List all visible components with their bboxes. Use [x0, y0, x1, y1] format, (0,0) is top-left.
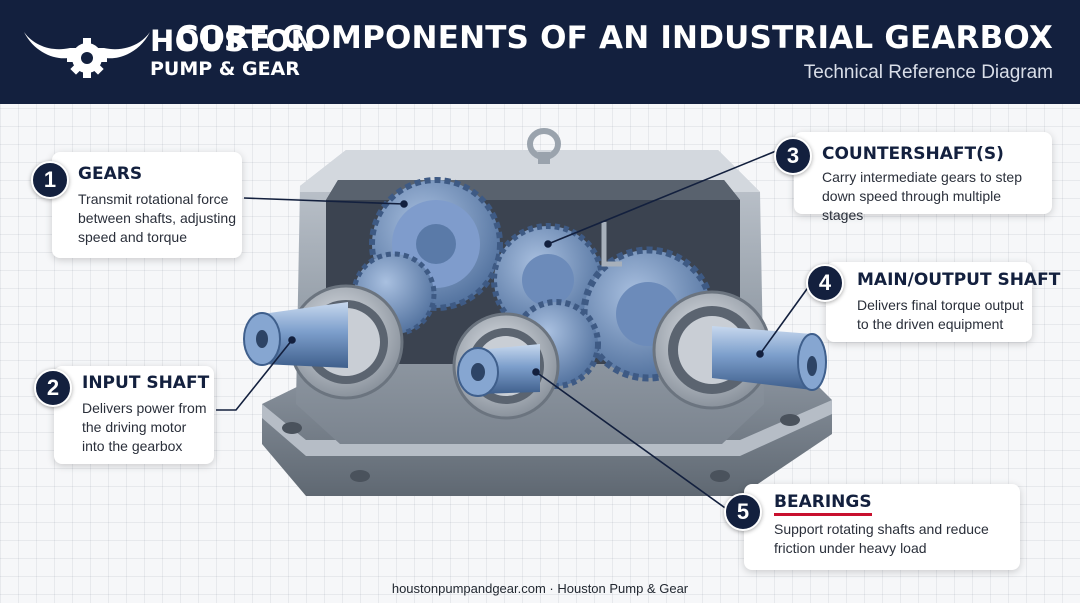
lifting-eye — [527, 128, 561, 164]
callout-title-output-shaft: MAIN/OUTPUT SHAFT — [857, 270, 1061, 290]
callout-text-countershaft: Carry intermediate gears to step down sp… — [822, 169, 1022, 223]
callout-text-bearings: Support rotating shafts and reduce frict… — [774, 521, 989, 556]
callout-output-shaft — [826, 262, 1032, 342]
callout-text-input-shaft: Delivers power from the driving motor in… — [82, 400, 207, 454]
shafts — [243, 302, 827, 397]
gearbox-diagram: 1 GEARS Transmit rotational force betwee… — [0, 104, 1080, 580]
callout-number-2: 2 — [34, 369, 72, 407]
leader-line-input-shaft — [216, 339, 293, 411]
leader-line-countershaft — [547, 150, 777, 245]
callout-gears — [52, 152, 242, 258]
callout-text-gears: Transmit rotational force between shafts… — [78, 191, 236, 245]
footer-credit: houstonpumpandgear.com · Houston Pump & … — [391, 581, 689, 596]
callout-number-4: 4 — [806, 264, 844, 302]
leader-lines — [216, 150, 813, 511]
callout-countershaft — [794, 132, 1052, 214]
callout-title-input-shaft: INPUT SHAFT — [82, 373, 210, 393]
brand-tagline: PUMP & GEAR — [150, 58, 300, 80]
callout-title-bearings: BEARINGS — [774, 492, 872, 516]
callout-input-shaft — [54, 366, 214, 464]
callout-title-gears: GEARS — [78, 164, 143, 184]
brand-name: HOUSTON — [150, 24, 316, 58]
leader-line-output-shaft — [759, 281, 813, 355]
header-bar: HOUSTON PUMP & GEAR CORE COMPONENTS OF A… — [0, 0, 1080, 104]
callout-number-5: 5 — [724, 493, 762, 531]
callout-text-output-shaft: Delivers final torque output to the driv… — [857, 297, 1024, 332]
callout-number-1: 1 — [31, 161, 69, 199]
callout-number-3: 3 — [774, 137, 812, 175]
leader-line-bearings — [535, 371, 729, 511]
longhorn-gear-icon — [24, 32, 150, 78]
callout-title-countershaft: COUNTERSHAFT(S) — [822, 144, 1004, 164]
gearbox-illustration — [216, 128, 832, 511]
leader-line-gears — [243, 197, 405, 205]
callout-bearings — [744, 484, 1020, 570]
page-subtitle: Technical Reference Diagram — [803, 62, 1053, 83]
page-title: CORE COMPONENTS OF AN INDUSTRIAL GEARBOX — [175, 20, 1053, 56]
